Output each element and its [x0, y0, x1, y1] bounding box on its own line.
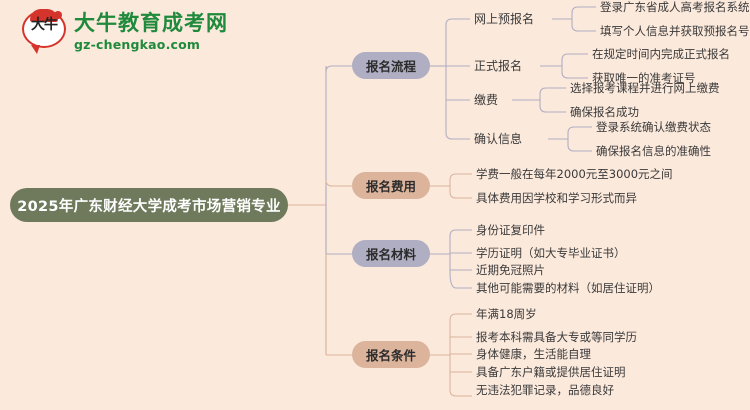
logo-mark-text: 大牛 — [31, 17, 58, 33]
subnode-formal-registration[interactable]: 正式报名 — [474, 59, 523, 73]
leaf-item: 具备广东户籍或提供居住证明 — [476, 365, 626, 379]
leaf-item: 获取唯一的准考证号 — [592, 71, 696, 85]
branch-node-registration-process[interactable]: 报名流程 — [352, 52, 430, 79]
leaf-item: 选择报考课程并进行网上缴费 — [570, 81, 720, 95]
mindmap-root-node[interactable]: 2025年广东财经大学成考市场营销专业 — [10, 188, 288, 222]
leaf-item: 无违法犯罪记录，品德良好 — [476, 383, 614, 397]
branch-node-registration-fee[interactable]: 报名费用 — [352, 172, 430, 199]
leaf-item: 身体健康，生活能自理 — [476, 347, 591, 361]
leaf-item: 填写个人信息并获取预报名号 — [600, 24, 750, 38]
leaf-item: 其他可能需要的材料（如居住证明） — [476, 281, 660, 295]
brand-name: 大牛教育成考网 — [74, 10, 228, 35]
leaf-item: 确保报名信息的准确性 — [596, 144, 711, 158]
leaf-item: 报考本科需具备大专或等同学历 — [476, 330, 637, 344]
logo-cap-shape — [30, 9, 62, 22]
subnode-payment[interactable]: 缴费 — [474, 93, 499, 107]
subnode-confirm-information[interactable]: 确认信息 — [474, 132, 523, 146]
branch-node-registration-requirements[interactable]: 报名条件 — [352, 341, 430, 368]
subnode-online-pre-registration[interactable]: 网上预报名 — [474, 12, 535, 26]
branch-node-registration-materials[interactable]: 报名材料 — [352, 240, 430, 267]
leaf-item: 登录系统确认缴费状态 — [596, 120, 711, 134]
site-logo: 大牛 大牛教育成考网 gz-chengkao.com — [22, 9, 228, 54]
leaf-item: 登录广东省成人高考报名系统 — [600, 0, 750, 14]
leaf-item: 近期免冠照片 — [476, 263, 545, 277]
leaf-item: 学费一般在每年2000元至3000元之间 — [476, 167, 673, 181]
leaf-item: 确保报名成功 — [570, 105, 639, 119]
leaf-item: 学历证明（如大专毕业证书） — [476, 246, 626, 260]
speech-bubble-logo-icon: 大牛 — [22, 9, 66, 54]
brand-text-block: 大牛教育成考网 gz-chengkao.com — [74, 10, 228, 52]
leaf-item: 年满18周岁 — [476, 307, 537, 321]
brand-domain: gz-chengkao.com — [74, 36, 201, 52]
leaf-item: 身份证复印件 — [476, 223, 545, 237]
leaf-item: 在规定时间内完成正式报名 — [592, 47, 730, 61]
leaf-item: 具体费用因学校和学习形式而异 — [476, 191, 637, 205]
logo-bubble-tail — [31, 45, 40, 54]
